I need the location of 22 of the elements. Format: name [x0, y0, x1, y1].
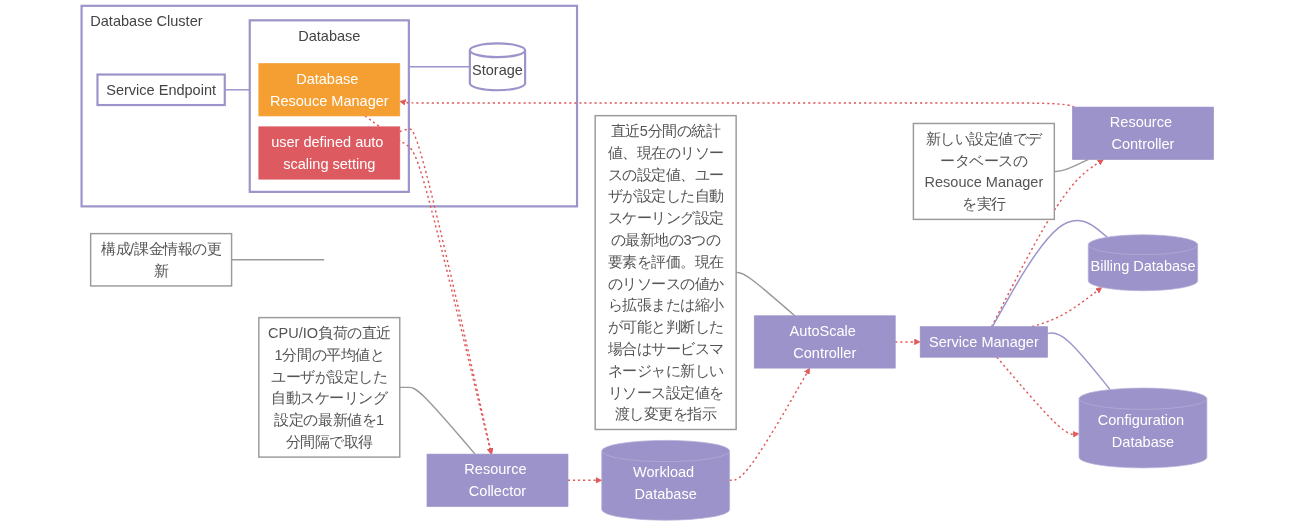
- arrow: [567, 477, 602, 484]
- arrow: [990, 159, 1104, 328]
- connector: [1046, 332, 1111, 391]
- arrow: [894, 338, 921, 346]
- connector: [224, 89, 251, 91]
- connector: [991, 219, 1108, 328]
- connector: [408, 66, 471, 68]
- node-box: Resource Controller: [1072, 106, 1214, 160]
- node-box: 新しい設定値でデータベースのResouce Managerを実行: [912, 122, 1056, 221]
- arrow: [728, 367, 810, 481]
- node-box: Resource Collector: [426, 453, 569, 507]
- node-box: AutoScale Controller: [753, 315, 896, 369]
- node-box: user defined auto scaling setting: [258, 126, 401, 180]
- connector: [399, 386, 476, 455]
- node-box: Service Endpoint: [96, 73, 226, 107]
- arrow: [996, 356, 1080, 438]
- node-box: Service Manager: [919, 326, 1048, 358]
- node-box: 直近5分間の統計値、現在のリソースの設定値、ユーザが設定した自動スケーリング設定の最新地の3つの要素を評価。現在のリソースの値から拡張または縮小が可能と判断した場合はサービスマネージャに新しいリソース設定値を渡し変更を指示: [594, 114, 737, 431]
- arrow: [399, 128, 494, 455]
- node-box: Database Resouce Manager: [258, 63, 401, 117]
- node-box: CPU/IO負荷の直近1分間の平均値とユーザが設定した自動スケーリング設定の最新値を1分間隔で取得: [258, 316, 401, 458]
- node-box: 構成/課金情報の更新: [89, 232, 233, 287]
